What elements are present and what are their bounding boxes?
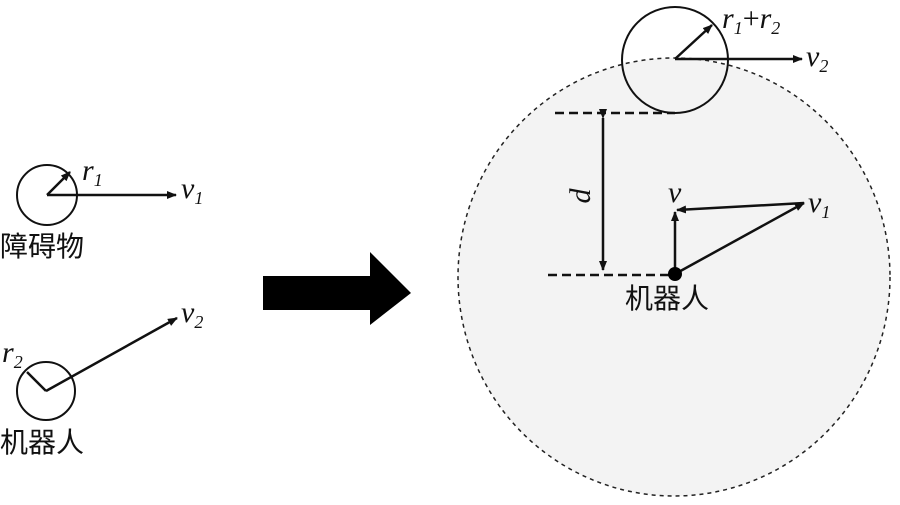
r2-label: r bbox=[2, 336, 14, 369]
r1-sub: 1 bbox=[94, 170, 103, 190]
combined-r2: r bbox=[760, 2, 772, 35]
right-v1-label: v bbox=[808, 186, 822, 219]
obstacle-label: 障碍物 bbox=[0, 230, 84, 263]
distance-label: d bbox=[564, 188, 597, 204]
r1-label: r bbox=[82, 154, 94, 187]
v2-label: v bbox=[181, 296, 195, 329]
svg-text:r1+r2: r1+r2 bbox=[722, 2, 780, 38]
svg-text:v1: v1 bbox=[181, 172, 203, 208]
v1-to-v-arrow bbox=[676, 201, 805, 214]
v1-label: v bbox=[181, 172, 195, 205]
transform-arrow-icon bbox=[263, 252, 411, 325]
v-label: v bbox=[668, 176, 682, 209]
robot-point bbox=[668, 267, 682, 281]
relative-velocity-v1-arrow bbox=[674, 201, 805, 276]
svg-text:v2: v2 bbox=[806, 40, 828, 76]
svg-text:r2: r2 bbox=[2, 336, 23, 372]
right-v2-label: v bbox=[806, 40, 820, 73]
robot-group: r2 v2 机器人 bbox=[0, 296, 203, 459]
svg-text:v2: v2 bbox=[181, 296, 203, 332]
v2-sub: 2 bbox=[194, 312, 203, 332]
collision-region: r1+r2 v2 d v v1 机器人 bbox=[457, 2, 891, 497]
r2-sub: 2 bbox=[14, 352, 23, 372]
combined-plus: + bbox=[743, 2, 760, 35]
right-robot-label: 机器人 bbox=[625, 282, 709, 315]
robot-radius-line bbox=[26, 371, 47, 392]
right-v1-sub: 1 bbox=[821, 202, 830, 222]
robot-circle bbox=[16, 361, 76, 421]
robot-label: 机器人 bbox=[0, 426, 84, 459]
combined-s1: 1 bbox=[734, 18, 743, 38]
obstacle-radius-arrow bbox=[46, 171, 71, 196]
v1-sub: 1 bbox=[194, 188, 203, 208]
svg-text:v1: v1 bbox=[808, 186, 830, 222]
svg-text:r1: r1 bbox=[82, 154, 103, 190]
combined-radius-arrow bbox=[674, 24, 713, 60]
robot-velocity-arrow bbox=[45, 316, 178, 393]
obstacle-group: r1 v1 障碍物 bbox=[0, 154, 203, 263]
combined-r1: r bbox=[722, 2, 734, 35]
right-v2-sub: 2 bbox=[819, 56, 828, 76]
combined-s2: 2 bbox=[771, 18, 780, 38]
